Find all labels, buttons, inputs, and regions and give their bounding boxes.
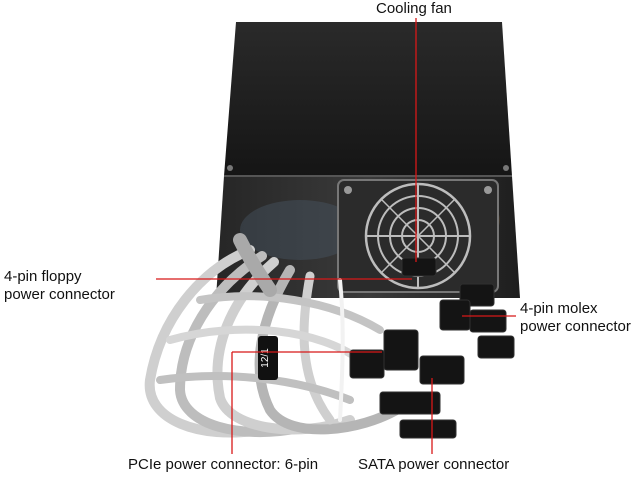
molex-line2: power connector (520, 318, 631, 335)
cooling-fan-text: Cooling fan (376, 0, 452, 17)
pcie-text: PCIe power connector: 6-pin (128, 456, 319, 473)
connectors (349, 257, 515, 439)
molex-line1: 4-pin molex (520, 300, 598, 317)
floppy-connector-label: 4-pin floppy power connector (4, 268, 115, 304)
cable-bundle (144, 233, 405, 438)
floppy-line2: power connector (4, 286, 115, 303)
sata-connector-label: SATA power connector (358, 456, 509, 474)
callout-lines (156, 18, 516, 454)
cable-tag-text: 12/1 (260, 348, 271, 368)
floppy-line1: 4-pin floppy (4, 268, 82, 285)
cooling-fan-grill (337, 179, 499, 293)
cooling-fan-label: Cooling fan (376, 0, 452, 18)
cable-tag: 12/1 (258, 336, 278, 380)
pcie-connector-label: PCIe power connector: 6-pin (128, 456, 318, 474)
molex-connector-label: 4-pin molex power connector (520, 300, 631, 336)
sata-text: SATA power connector (358, 456, 510, 473)
